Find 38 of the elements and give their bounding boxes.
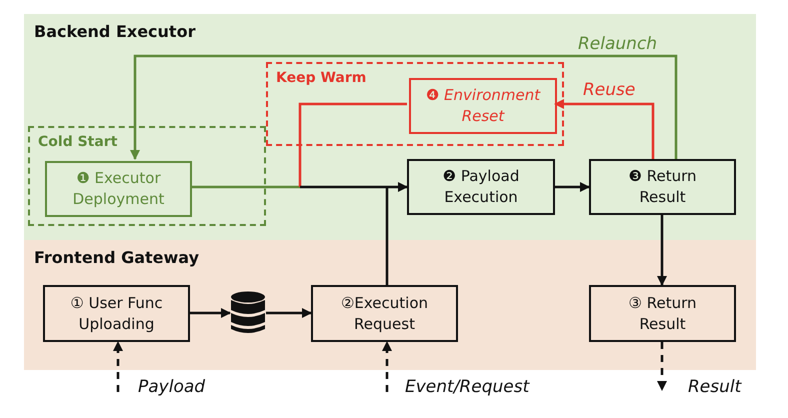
process-box bbox=[409, 78, 557, 134]
dashed-group bbox=[28, 126, 266, 226]
section-title: Backend Executor bbox=[34, 22, 196, 41]
edge-label: Payload bbox=[138, 377, 206, 397]
arrow bbox=[190, 308, 231, 318]
box-label: ❹ Environment Reset bbox=[424, 85, 542, 127]
arrow bbox=[130, 54, 678, 160]
process-box bbox=[311, 285, 458, 342]
edge-label: Result bbox=[688, 377, 742, 397]
process-box bbox=[43, 285, 190, 342]
arrow bbox=[554, 99, 654, 159]
section-band bbox=[24, 14, 756, 240]
arrow bbox=[657, 215, 667, 286]
box-label: ❷ Payload Execution bbox=[442, 166, 520, 208]
arrow bbox=[300, 182, 408, 192]
process-box bbox=[589, 285, 736, 342]
box-label: ❸ Return Result bbox=[628, 166, 698, 208]
box-label: ① User Func Uploading bbox=[69, 292, 164, 334]
section-band bbox=[24, 240, 756, 370]
edge-label: Event/Request bbox=[405, 377, 530, 397]
box-label: ❶ Executor Deployment bbox=[72, 168, 166, 210]
dashed-arrow bbox=[382, 341, 392, 392]
dashed-arrow bbox=[113, 341, 123, 392]
arrow bbox=[266, 308, 312, 318]
edge-label: Relaunch bbox=[578, 34, 658, 54]
group-title: Keep Warm bbox=[276, 70, 366, 86]
arrow bbox=[555, 182, 590, 192]
edge-label: Reuse bbox=[583, 80, 636, 100]
section-title: Frontend Gateway bbox=[34, 248, 200, 267]
database-icon bbox=[230, 291, 266, 335]
box-label: ②Execution Request bbox=[340, 292, 430, 334]
process-box bbox=[45, 161, 192, 217]
process-box bbox=[589, 159, 736, 215]
box-label: ③ Return Result bbox=[628, 292, 698, 334]
process-box bbox=[407, 159, 555, 215]
group-title: Cold Start bbox=[38, 134, 118, 150]
dashed-arrow bbox=[657, 342, 667, 391]
dashed-group bbox=[266, 62, 564, 146]
